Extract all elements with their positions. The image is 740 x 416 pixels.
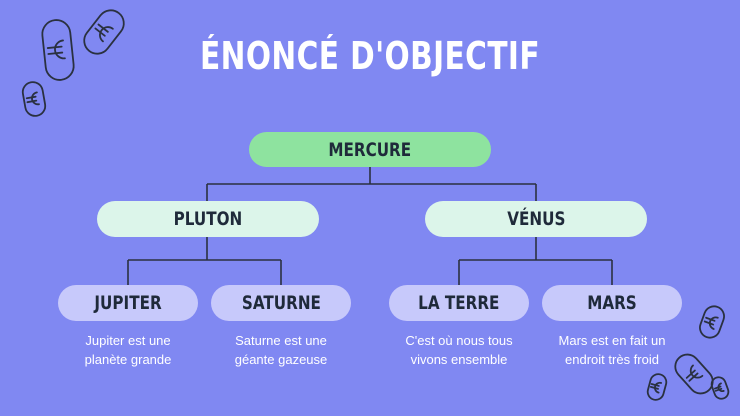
node-branch-label: PLUTON	[173, 208, 243, 230]
node-leaf-label: JUPITER	[94, 292, 162, 314]
node-branch: VÉNUS	[425, 201, 647, 237]
euro-coin-icon	[646, 373, 668, 401]
node-leaf-label: LA TERRE	[418, 292, 500, 314]
node-leaf-label: MARS	[587, 292, 637, 314]
node-branch-label: VÉNUS	[506, 208, 566, 230]
euro-coin-icon	[21, 81, 47, 117]
description-line: géante gazeuse	[234, 352, 328, 367]
description-line: Saturne est une	[235, 333, 327, 348]
description-line: planète grande	[84, 352, 172, 367]
node-leaf: JUPITER	[58, 285, 198, 321]
slide-title: ÉNONCÉ D'OBJECTIF	[199, 34, 540, 78]
node-leaf-label: SATURNE	[241, 292, 321, 314]
euro-coin-icon	[674, 353, 714, 395]
euro-coin-icon	[710, 376, 730, 400]
node-root: MERCURE	[249, 132, 491, 167]
node-description: Mars est en fait un endroit très froid	[542, 331, 682, 369]
node-description: Jupiter est une planète grande	[58, 331, 198, 369]
node-leaf: LA TERRE	[389, 285, 529, 321]
euro-coin-icon	[699, 305, 725, 339]
node-branch: PLUTON	[97, 201, 319, 237]
description-line: Mars est en fait un	[558, 333, 666, 348]
euro-coin-icon	[41, 19, 75, 81]
description-line: C'est où nous tous	[405, 333, 513, 348]
node-description: Saturne est une géante gazeuse	[211, 331, 351, 369]
description-line: vivons ensemble	[410, 352, 508, 367]
node-leaf: MARS	[542, 285, 682, 321]
description-line: endroit très froid	[565, 352, 659, 367]
node-description: C'est où nous tous vivons ensemble	[389, 331, 529, 369]
euro-coin-icon	[83, 9, 125, 55]
description-line: Jupiter est une	[85, 333, 171, 348]
node-leaf: SATURNE	[211, 285, 351, 321]
node-root-label: MERCURE	[328, 138, 412, 161]
